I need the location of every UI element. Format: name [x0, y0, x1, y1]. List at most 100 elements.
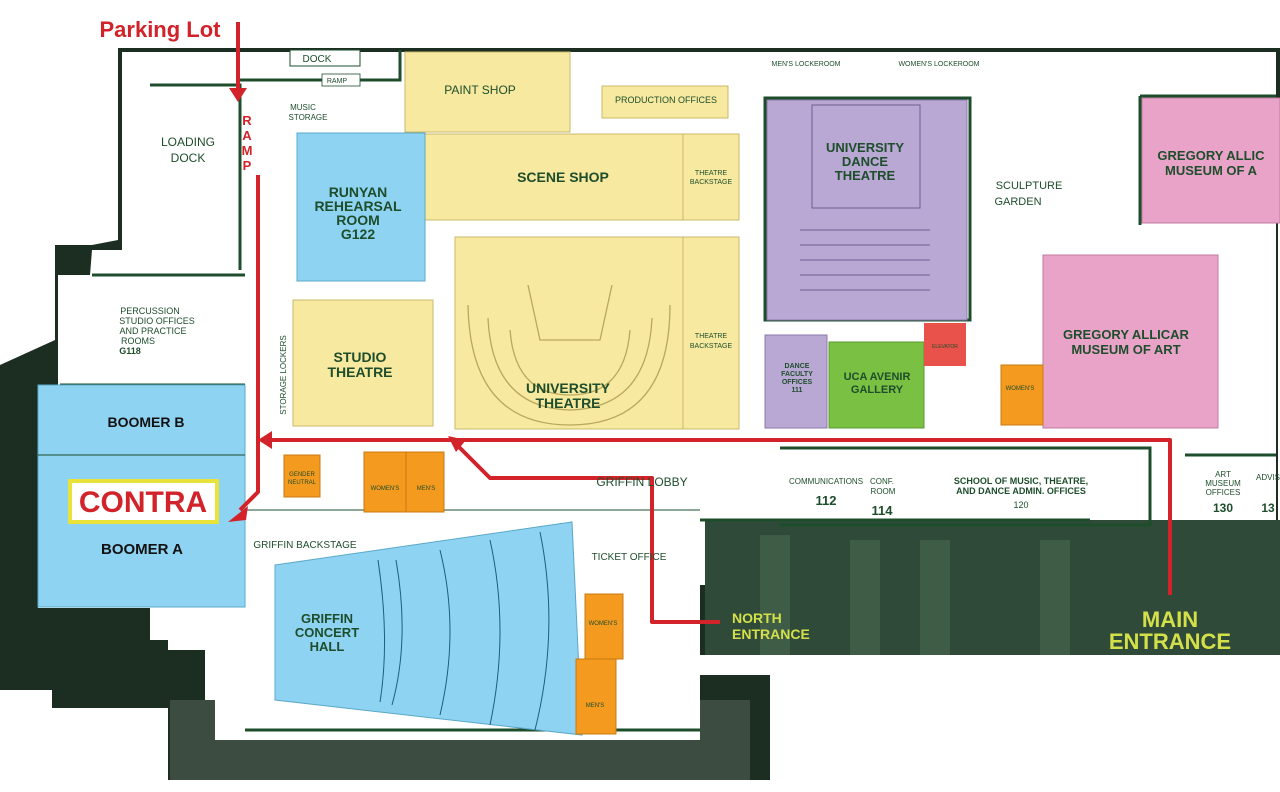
scene-shop	[424, 133, 684, 221]
runyan-rehearsal-room	[296, 132, 426, 282]
north-arrow-head	[448, 436, 466, 452]
ticket-office-label: TICKET OFFICE	[592, 552, 667, 563]
conf-label-3: 114	[872, 503, 894, 518]
womens-restroom-1	[363, 451, 407, 513]
university-theatre-label-1: UNIVERSITY	[526, 380, 611, 396]
gender-neutral-label-1: GENDER	[289, 472, 315, 478]
avenir-label-1: UCA AVENIR	[844, 371, 911, 383]
storage-lockers-label: STORAGE LOCKERS	[279, 335, 288, 414]
studio-theatre-label-2: THEATRE	[327, 364, 392, 380]
avenir-label-2: GALLERY	[851, 384, 904, 396]
theatre-seating	[467, 284, 671, 426]
sculpture-label-1: SCULPTURE	[996, 180, 1063, 192]
runyan-label-3: ROOM	[336, 212, 380, 228]
parking-lot-label: Parking Lot	[99, 17, 221, 42]
griffin-hall-label-2: CONCERT	[295, 625, 359, 640]
main-arrow-head	[258, 431, 272, 449]
percussion-label-1: PERCUSSION	[120, 306, 180, 316]
womens-2-label: WOMEN'S	[589, 621, 618, 627]
mens-1-label: MEN'S	[417, 486, 435, 492]
contra-box	[68, 479, 219, 524]
griffin-concert-hall	[274, 521, 583, 736]
theatre-backstage-right	[682, 236, 740, 430]
dance-theatre-label-2: DANCE	[842, 154, 889, 169]
griffin-backstage-label: GRIFFIN BACKSTAGE	[253, 540, 356, 551]
elevator-label: ELEVATOR	[932, 344, 958, 350]
percussion-label-3: AND PRACTICE	[119, 326, 186, 336]
gregory-allicar-museum	[1042, 254, 1219, 429]
uca-avenir-gallery	[828, 341, 925, 429]
art-museum-label-3: OFFICES	[1206, 488, 1241, 497]
advising-label-2: 13	[1261, 501, 1275, 515]
ramp-vertical-label: R A M P	[242, 113, 253, 173]
griffin-lobby-label: GRIFFIN LOBBY	[596, 475, 687, 489]
dance-theatre-label-3: THEATRE	[835, 168, 896, 183]
studio-theatre-label-1: STUDIO	[334, 349, 387, 365]
paint-shop	[404, 51, 571, 133]
gender-neutral-restroom	[283, 454, 321, 498]
advising-label-1: ADVIS	[1256, 473, 1280, 482]
womens-lockeroom-label: WOMEN'S LOCKEROOM	[898, 61, 979, 68]
university-dance-theatre	[766, 99, 968, 321]
gregory-top-label-1: GREGORY ALLIC	[1157, 148, 1265, 163]
theatre-backstage-right-label-2: BACKSTAGE	[690, 343, 733, 350]
purple-rooms	[764, 99, 968, 429]
music-storage-label-1: MUSIC	[290, 103, 316, 112]
restrooms	[283, 364, 1044, 735]
art-museum-label-4: 130	[1213, 501, 1233, 515]
building-photo-area	[705, 520, 1280, 670]
sculpture-label-2: GARDEN	[994, 196, 1041, 208]
ramp-small-label: RAMP	[327, 78, 348, 85]
main-route	[262, 438, 1172, 595]
dock-label: DOCK	[303, 54, 332, 65]
dance-theatre-label-1: UNIVERSITY	[826, 140, 904, 155]
dance-faculty-offices	[764, 334, 828, 429]
school-label-2: AND DANCE ADMIN. OFFICES	[956, 486, 1086, 496]
griffin-hall-label-3: HALL	[310, 639, 345, 654]
ramp-m: M	[242, 143, 253, 158]
boomer-b-label: BOOMER B	[108, 414, 185, 430]
dance-faculty-label-1: DANCE	[785, 363, 810, 370]
art-museum-label-2: MUSEUM	[1205, 479, 1241, 488]
ramp-route	[238, 175, 260, 512]
white-band	[700, 655, 1280, 675]
north-entrance-label-2: ENTRANCE	[732, 626, 810, 642]
ramp-p: P	[243, 158, 252, 173]
yellow-rooms	[292, 51, 740, 430]
loading-dock-label-2: DOCK	[171, 151, 206, 165]
production-offices	[601, 85, 729, 119]
conf-label-1: CONF.	[870, 477, 894, 486]
mens-restroom-1	[405, 451, 445, 513]
route-arrows	[228, 22, 1172, 624]
school-label-1: SCHOOL OF MUSIC, THEATRE,	[954, 476, 1088, 486]
contra-arrow-head	[228, 506, 248, 522]
walls	[60, 50, 1276, 732]
ramp-a: A	[242, 128, 252, 143]
dock-area	[289, 49, 361, 87]
theatre-backstage-top-label-1: THEATRE	[695, 170, 727, 177]
ramp-r: R	[242, 113, 252, 128]
boomer-a	[37, 454, 246, 608]
dance-faculty-label-2: FACULTY	[781, 371, 813, 378]
theatre-backstage-top	[682, 133, 740, 221]
gregory-label-1: GREGORY ALLICAR	[1063, 327, 1190, 342]
theatre-backstage-top-label-2: BACKSTAGE	[690, 179, 733, 186]
percussion-label-4: ROOMS	[121, 336, 155, 346]
griffin-seating	[377, 531, 550, 731]
photo-columns	[760, 535, 1070, 670]
north-entrance-label-1: NORTH	[732, 610, 782, 626]
music-storage-label-2: STORAGE	[289, 113, 328, 122]
art-museum-label-1: ART	[1215, 470, 1231, 479]
conf-label-2: ROOM	[871, 487, 896, 496]
theatre-backstage-right-label-1: THEATRE	[695, 333, 727, 340]
gregory-allicar-museum-top	[1141, 97, 1280, 224]
womens-restroom-3	[1000, 364, 1044, 426]
mens-restroom-2	[575, 658, 617, 735]
mens-2-label: MEN'S	[586, 703, 604, 709]
pink-rooms	[1042, 97, 1280, 429]
studio-theatre	[292, 299, 434, 427]
scene-shop-label: SCENE SHOP	[517, 169, 609, 185]
contra-label: CONTRA	[79, 486, 207, 519]
university-theatre	[454, 236, 684, 430]
